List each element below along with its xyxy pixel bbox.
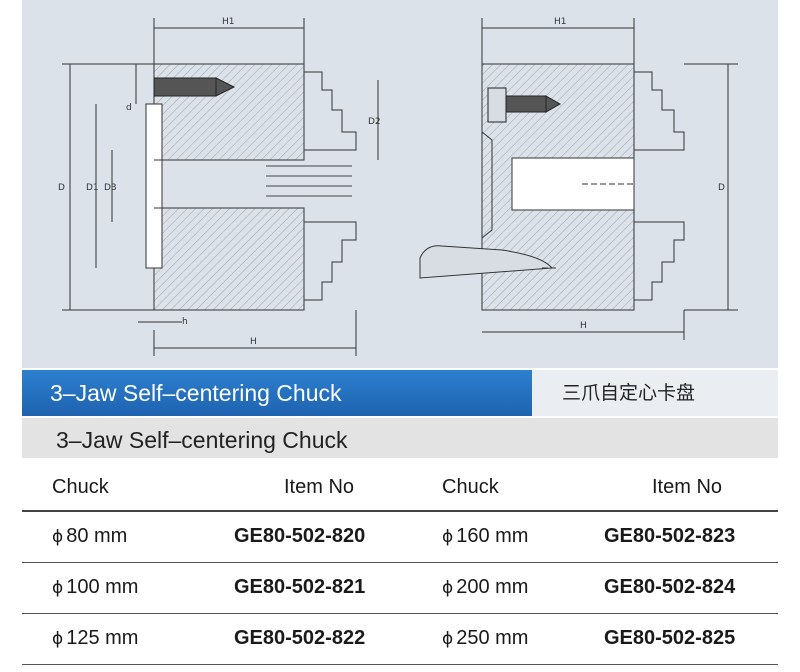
- dim-label-H1: H1: [222, 17, 235, 27]
- title-bar: 3–Jaw Self–centering Chuck 三爪自定心卡盘: [22, 370, 778, 416]
- item-number: GE80-502-825: [604, 627, 736, 649]
- chuck-size-value: 100 mm: [66, 576, 139, 598]
- diameter-symbol: ϕ: [52, 578, 64, 598]
- dim-label-d: d: [126, 103, 132, 113]
- subtitle-bar: 3–Jaw Self–centering Chuck: [22, 418, 778, 458]
- diameter-symbol: ϕ: [442, 578, 454, 598]
- dim-label-D1: D1: [86, 183, 99, 193]
- diameter-symbol: ϕ: [52, 629, 64, 649]
- column-header-item-no: Item No: [284, 476, 355, 498]
- dim-label-H1-right: H1: [554, 17, 567, 27]
- left-section-view: [62, 18, 379, 356]
- chuck-size-value: 80 mm: [66, 525, 128, 547]
- item-number: GE80-502-824: [604, 576, 736, 598]
- dim-label-h: h: [182, 317, 188, 327]
- dim-label-H-right: H: [580, 321, 587, 331]
- chuck-size-value: 250 mm: [456, 627, 529, 649]
- right-section-view: [419, 18, 738, 340]
- item-number: GE80-502-821: [234, 576, 366, 598]
- product-title-en: 3–Jaw Self–centering Chuck: [22, 370, 532, 416]
- dim-label-D-right: D: [718, 183, 725, 193]
- product-title-cn: 三爪自定心卡盘: [562, 382, 696, 404]
- diameter-symbol: ϕ: [52, 527, 64, 547]
- dim-label-D: D: [58, 183, 65, 193]
- chuck-size-value: 160 mm: [456, 525, 529, 547]
- column-header-chuck: Chuck: [52, 476, 109, 498]
- column-header-item-no-2: Item No: [652, 476, 723, 498]
- dim-label-D3: D3: [104, 183, 117, 193]
- dim-label-H: H: [250, 337, 257, 347]
- diameter-symbol: ϕ: [442, 527, 454, 547]
- dim-label-D2: D2: [368, 117, 381, 127]
- column-header-chuck-2: Chuck: [442, 476, 499, 498]
- table-header-row: Chuck Item No Chuck Item No: [22, 462, 778, 512]
- technical-drawing: d D D1 D3 D2 h H H1 H1 D H: [22, 0, 778, 368]
- chuck-cross-section-drawing: d D D1 D3 D2 h H H1 H1 D H: [58, 17, 738, 356]
- diameter-symbol: ϕ: [442, 629, 454, 649]
- item-number: GE80-502-820: [234, 525, 366, 547]
- item-number: GE80-502-823: [604, 525, 736, 547]
- item-number: GE80-502-822: [234, 627, 366, 649]
- chuck-size-value: 200 mm: [456, 576, 529, 598]
- chuck-size-value: 125 mm: [66, 627, 139, 649]
